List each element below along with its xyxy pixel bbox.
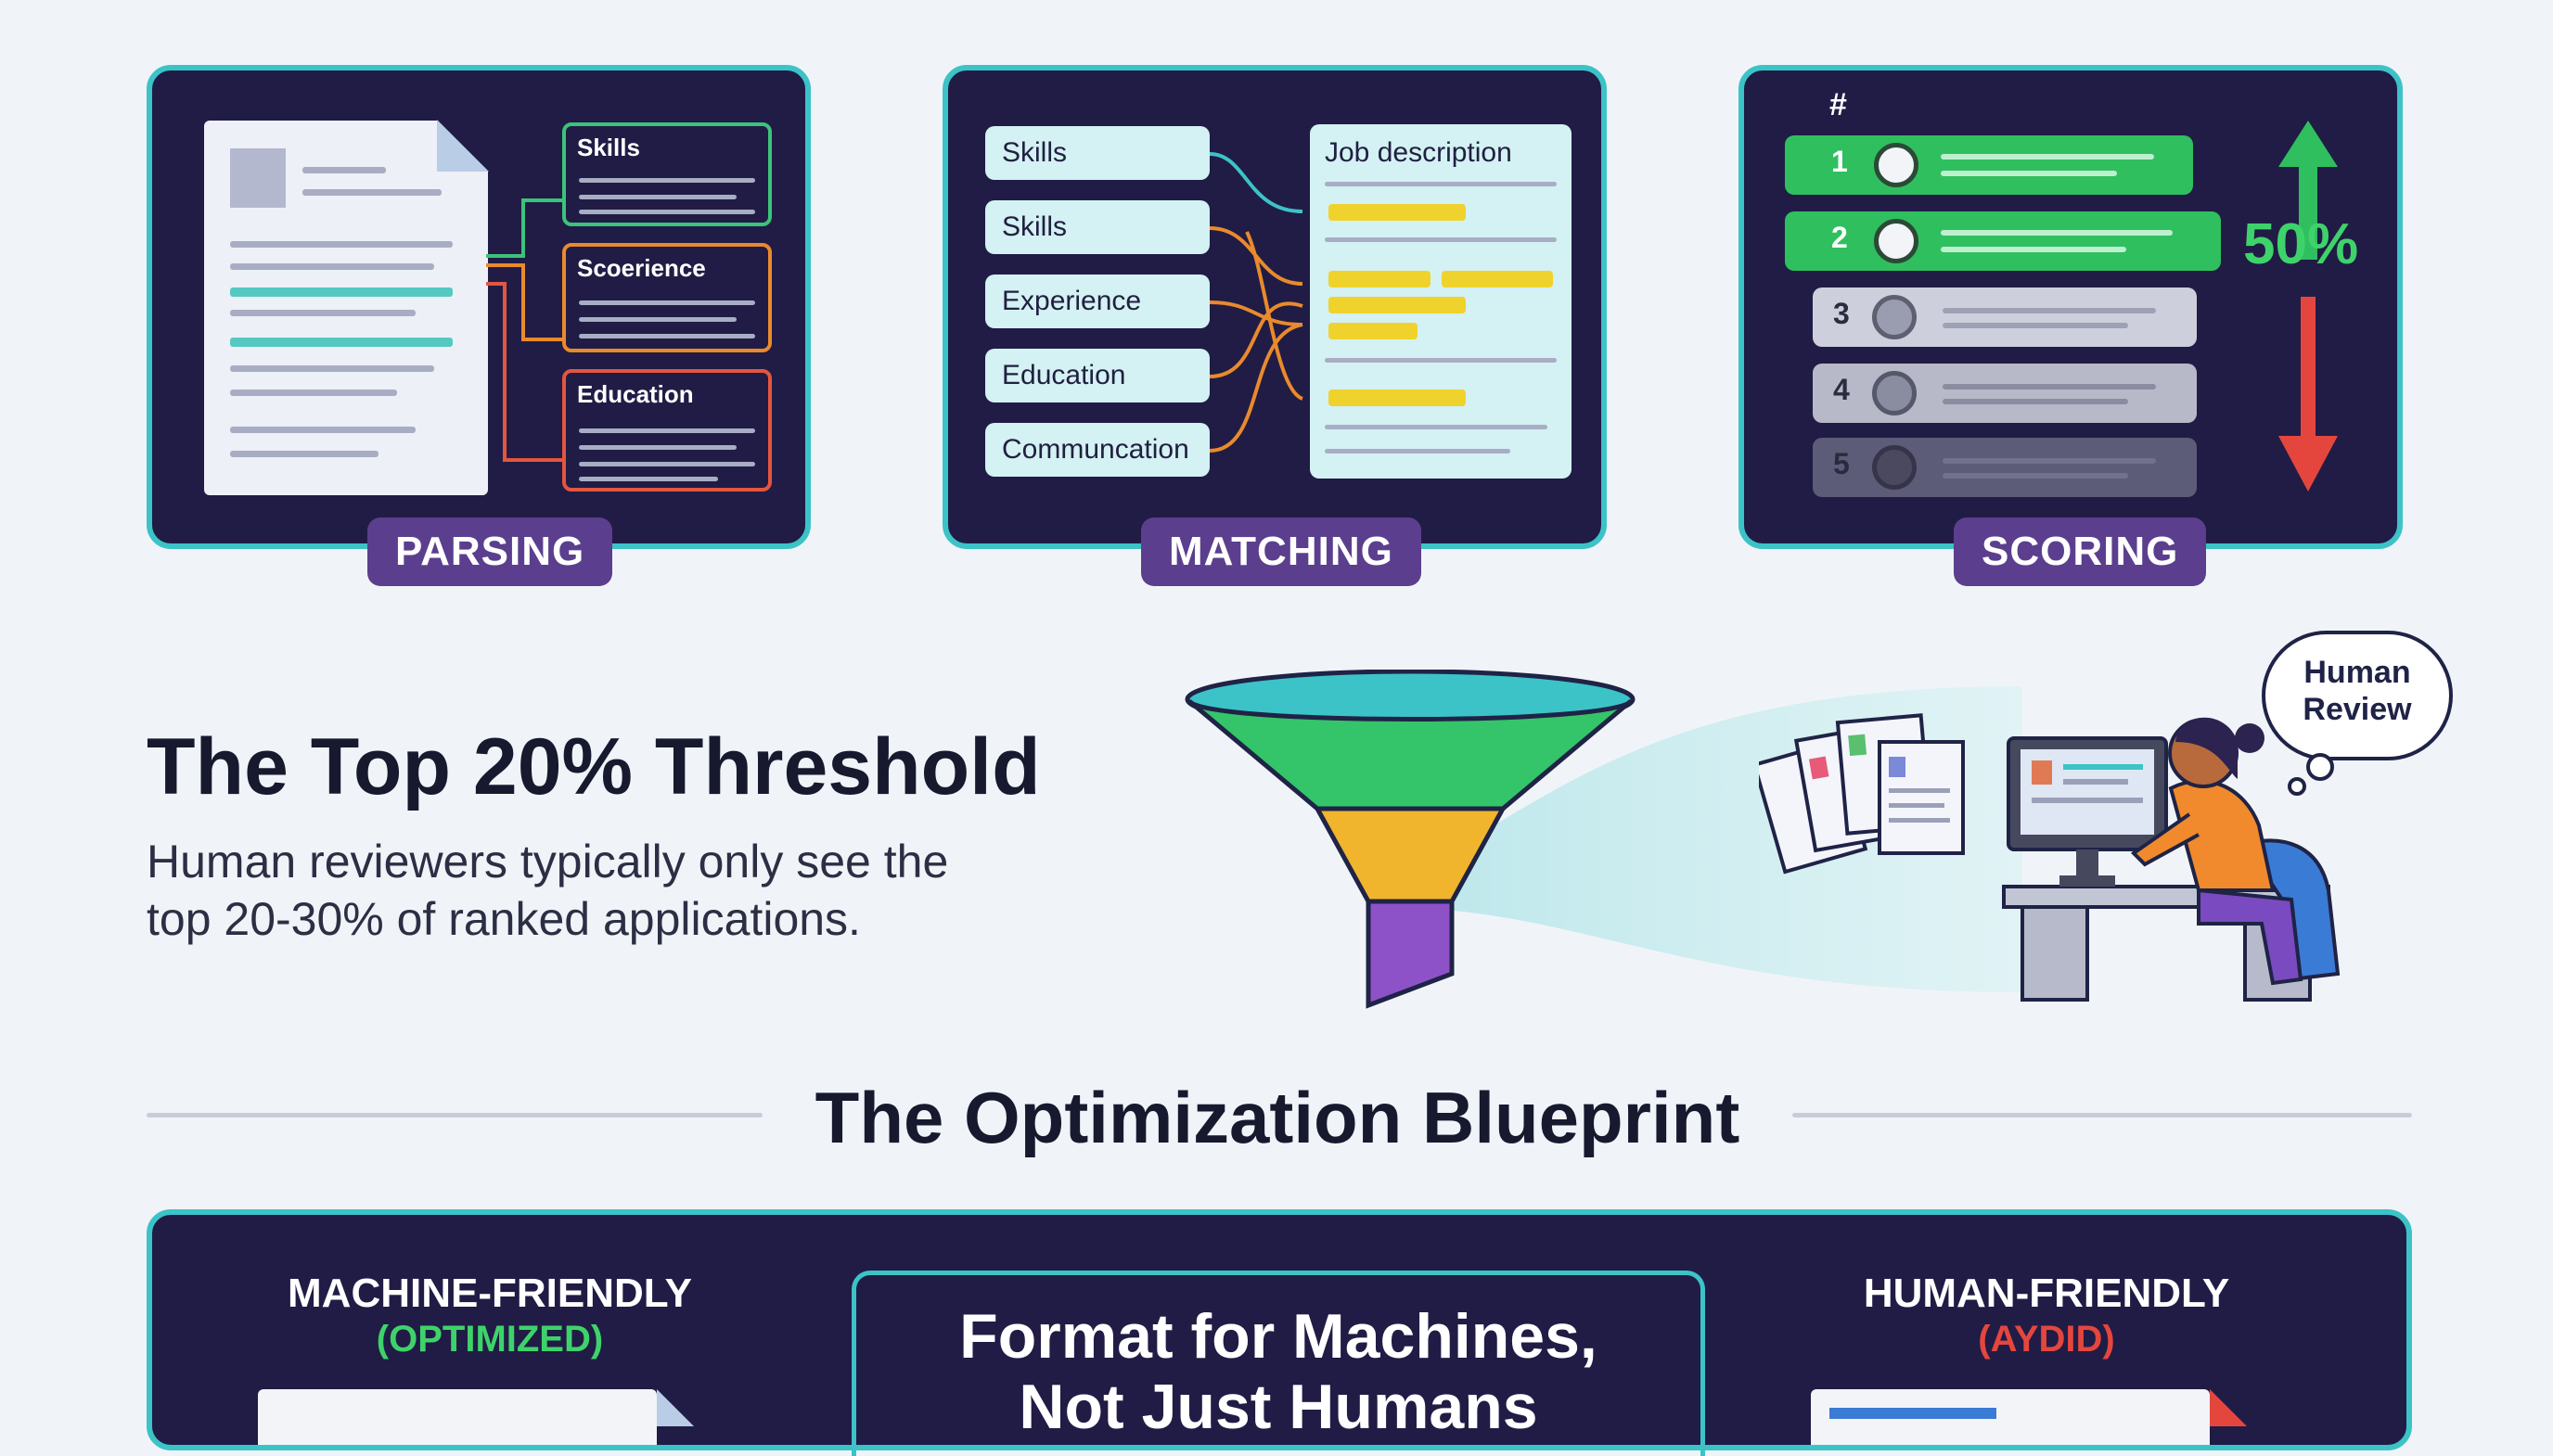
machine-friendly-title: MACHINE-FRIENDLY xyxy=(288,1271,692,1316)
machine-resume-preview xyxy=(258,1389,657,1445)
human-friendly-title: HUMAN-FRIENDLY xyxy=(1863,1271,2230,1316)
machine-resume-fold xyxy=(657,1389,694,1426)
photo-placeholder xyxy=(230,148,286,208)
human-reviewer-illustration xyxy=(2002,717,2341,1002)
highlight-5 xyxy=(1328,323,1418,339)
thought-bubble-text-2: Review xyxy=(2303,692,2412,727)
scoring-label: SCORING xyxy=(1954,517,2207,586)
human-resume-fold xyxy=(2210,1389,2247,1426)
education-box-title: Education xyxy=(577,380,694,408)
highlight-2 xyxy=(1328,271,1430,287)
avatar-icon xyxy=(1872,445,1917,490)
avatar-icon xyxy=(1872,371,1917,415)
resume-stack-icon xyxy=(1759,713,1965,875)
center-callout-frame xyxy=(852,1271,1705,1456)
threshold-title: The Top 20% Threshold xyxy=(147,722,1041,811)
skill-pill-2: Skills xyxy=(985,200,1210,254)
highlight-6 xyxy=(1328,390,1466,406)
hash-symbol: # xyxy=(1829,87,1847,122)
rank-row-4: 4 xyxy=(1813,364,2197,423)
job-description-title: Job description xyxy=(1325,137,1512,168)
right-divider xyxy=(1792,1113,2412,1118)
education-pill: Education xyxy=(985,349,1210,402)
parsing-label: PARSING xyxy=(367,517,613,586)
matching-label: MATCHING xyxy=(1141,517,1421,586)
left-divider xyxy=(147,1113,763,1118)
skills-box: Skills xyxy=(562,122,772,226)
education-box: Education xyxy=(562,369,772,492)
rank-arrows-icon xyxy=(2278,121,2338,492)
funnel-icon xyxy=(1185,670,1636,1009)
human-friendly-sub: (AYDID) xyxy=(1978,1319,2115,1360)
rank-row-5: 5 xyxy=(1813,438,2197,497)
avatar-icon xyxy=(1872,295,1917,339)
blueprint-title: The Optimization Blueprint xyxy=(815,1077,1740,1158)
threshold-body-line1: Human reviewers typically only see the xyxy=(147,836,949,888)
human-resume-preview xyxy=(1811,1389,2210,1445)
experience-box-title: Scoerience xyxy=(577,254,706,282)
page-fold xyxy=(437,120,489,172)
thought-bubble-dot-large xyxy=(2306,753,2334,781)
machine-friendly-sub: (OPTIMIZED) xyxy=(376,1319,604,1360)
threshold-body-line2: top 20-30% of ranked applications. xyxy=(147,893,861,945)
parsing-card: Skills Scoerience Education xyxy=(147,65,811,549)
highlight-3 xyxy=(1442,271,1553,287)
avatar-icon xyxy=(1874,143,1918,187)
experience-pill: Experience xyxy=(985,275,1210,328)
job-description-panel: Job description xyxy=(1310,124,1572,479)
parsing-connectors xyxy=(486,198,562,462)
percent-label: 50% xyxy=(2243,212,2359,276)
thought-bubble xyxy=(2262,631,2453,760)
avatar-icon xyxy=(1874,219,1918,263)
rank-row-3: 3 xyxy=(1813,287,2197,347)
thought-bubble-text-1: Human xyxy=(2303,655,2411,690)
skills-box-title: Skills xyxy=(577,134,640,161)
skill-pill-1: Skills xyxy=(985,126,1210,180)
rank-row-2: 2 xyxy=(1785,211,2221,271)
center-callout-line2: Not Just Humans xyxy=(1019,1372,1538,1442)
highlight-4 xyxy=(1328,297,1466,313)
resume-document-icon xyxy=(204,120,489,495)
communication-pill: Communcation xyxy=(985,423,1210,477)
rank-row-1: 1 xyxy=(1785,135,2193,195)
highlight-1 xyxy=(1328,204,1466,221)
matching-connectors xyxy=(1210,152,1303,453)
thought-bubble-dot-small xyxy=(2288,777,2306,796)
center-callout-line1: Format for Machines, xyxy=(959,1301,1597,1372)
experience-box: Scoerience xyxy=(562,243,772,352)
